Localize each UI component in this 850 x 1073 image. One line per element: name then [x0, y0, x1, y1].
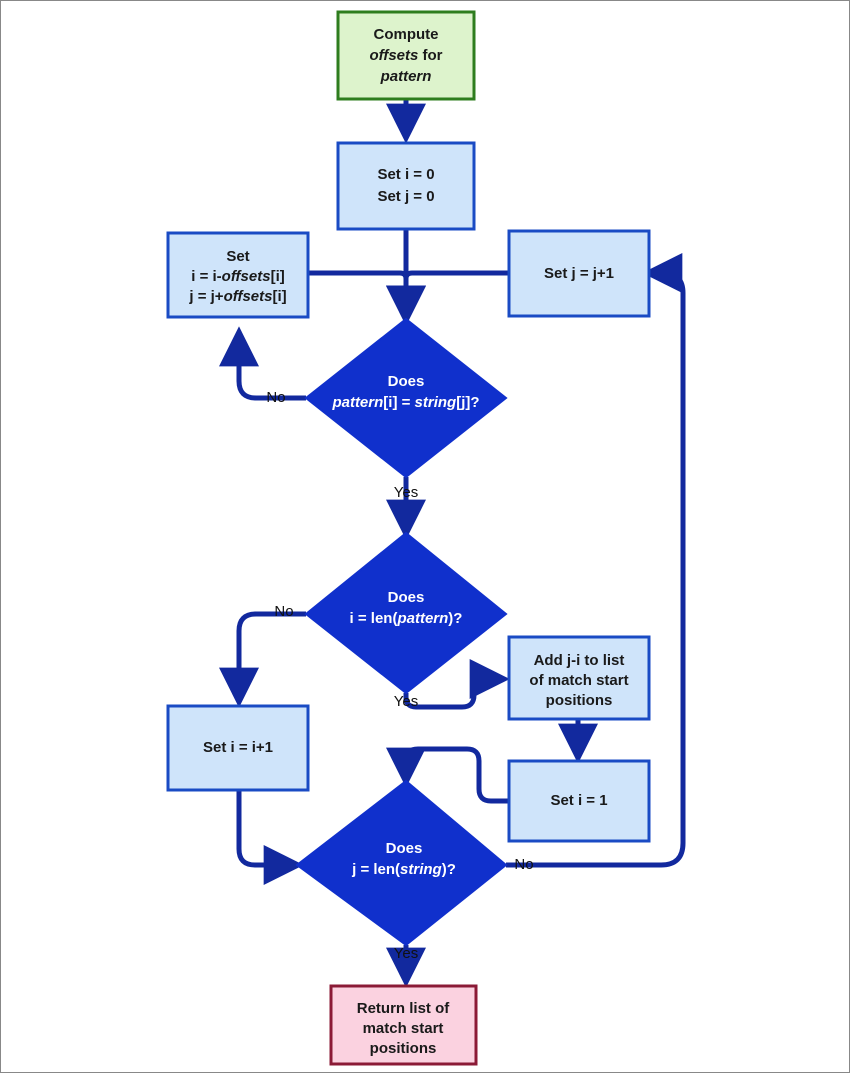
decision1-l2-a: pattern	[331, 394, 383, 411]
node-set-j-plus-1[interactable]: Set j = j+1	[507, 229, 651, 318]
set-j-plus-1-shape	[507, 229, 651, 318]
edge-decision1-no-to-setoffsets	[219, 326, 306, 401]
set-offsets-line1: Set	[226, 248, 249, 265]
edge-setj-to-decision1	[386, 270, 509, 326]
edge-decision2-no-to-seti1	[219, 611, 306, 708]
decision1-l2-b: [i] =	[383, 394, 414, 411]
node-set-i0-j0[interactable]: Set i = 0 Set j = 0	[336, 141, 476, 231]
return-list-line2: match start	[363, 1020, 444, 1037]
edge-label-yes-2: Yes	[394, 693, 418, 710]
compute-offsets-line1: Compute	[374, 26, 439, 43]
edge-label-no-1: No	[266, 389, 285, 406]
decision2-l2-b: pattern	[396, 610, 448, 627]
decision1-l2-c: string	[415, 394, 457, 411]
add-match-line1: Add j-i to list	[534, 652, 625, 669]
edge-label-no-2: No	[274, 603, 293, 620]
add-match-line2: of match start	[529, 672, 628, 689]
decision2-l2-c: )?	[448, 610, 462, 627]
set-j-plus-1-line1: Set j = j+1	[544, 265, 614, 282]
compute-offsets-line3: pattern	[380, 68, 432, 85]
decision3-l2-c: )?	[442, 861, 456, 878]
set-i-1-shape	[507, 759, 651, 843]
set-offsets-l2-c: [i]	[271, 268, 285, 285]
edge-decision3-no-to-setj	[506, 253, 686, 868]
return-list-shape	[329, 984, 478, 1066]
edge-setoffsets-to-decision1	[308, 270, 426, 326]
compute-offsets-line2: offsets for	[369, 47, 442, 64]
compute-offsets-l2-italic: offsets	[369, 47, 418, 64]
decision3-line1: Does	[386, 840, 423, 857]
node-add-match-position[interactable]: Add j-i to list of match start positions	[507, 635, 651, 721]
set-i0-j0-shape	[336, 141, 476, 231]
set-i0-j0-line2: Set j = 0	[377, 188, 434, 205]
node-set-i-1[interactable]: Set i = 1	[507, 759, 651, 843]
decision-j-eq-len-string-shape	[295, 779, 508, 947]
set-offsets-l3-b: offsets	[224, 288, 273, 305]
set-i-plus-1-line1: Set i = i+1	[203, 739, 273, 756]
edge-seti1-to-decision3	[236, 790, 304, 885]
set-offsets-shape	[166, 231, 310, 319]
edge-seti-one-to-decision3	[386, 746, 509, 804]
decision3-l2-b: string	[400, 861, 442, 878]
compute-offsets-l2-rest: for	[418, 47, 442, 64]
decision2-line1: Does	[388, 589, 425, 606]
add-match-line3: positions	[546, 692, 613, 709]
edge-label-no-3: No	[514, 856, 533, 873]
edge-label-yes-3: Yes	[394, 945, 418, 962]
return-list-line3: positions	[370, 1040, 437, 1057]
compute-offsets-shape	[336, 10, 476, 101]
set-i0-j0-line1: Set i = 0	[377, 166, 434, 183]
set-i-1-line1: Set i = 1	[550, 792, 607, 809]
add-match-position-shape	[507, 635, 651, 721]
set-offsets-l3-c: [i]	[272, 288, 286, 305]
return-list-line1: Return list of	[357, 1000, 451, 1017]
decision1-l2-d: [j]?	[456, 394, 479, 411]
decision1-line1: Does	[388, 373, 425, 390]
node-set-i-plus-1[interactable]: Set i = i+1	[166, 704, 310, 792]
set-offsets-l2-a: i = i-	[191, 268, 221, 285]
node-return-list[interactable]: Return list of match start positions	[329, 984, 478, 1066]
set-offsets-l2-b: offsets	[222, 268, 271, 285]
node-set-offsets[interactable]: Set i = i-offsets[i] j = j+offsets[i]	[166, 231, 310, 319]
node-decision-pattern-eq-string[interactable]: Does pattern[i] = string[j]?	[304, 317, 508, 479]
edge-decision2-yes-to-add	[403, 659, 510, 710]
node-decision-j-eq-len-string[interactable]: Does j = len(string)?	[295, 779, 508, 947]
node-decision-i-eq-len-pattern[interactable]: Does i = len(pattern)?	[304, 531, 508, 695]
decision-pattern-eq-string-shape	[304, 317, 508, 479]
set-offsets-l3-a: j = j+	[188, 288, 223, 305]
decision-i-eq-len-pattern-shape	[304, 531, 508, 695]
decision3-l2-a: j = len(	[351, 861, 400, 878]
set-offsets-line3: j = j+offsets[i]	[188, 288, 286, 305]
node-compute-offsets[interactable]: Compute offsets for pattern	[336, 10, 476, 101]
decision3-line2: j = len(string)?	[351, 861, 456, 878]
decision1-line2: pattern[i] = string[j]?	[331, 394, 479, 411]
set-i-plus-1-shape	[166, 704, 310, 792]
set-offsets-line2: i = i-offsets[i]	[191, 268, 285, 285]
decision2-l2-a: i = len(	[350, 610, 398, 627]
edge-label-yes-1: Yes	[394, 484, 418, 501]
decision2-line2: i = len(pattern)?	[350, 610, 463, 627]
